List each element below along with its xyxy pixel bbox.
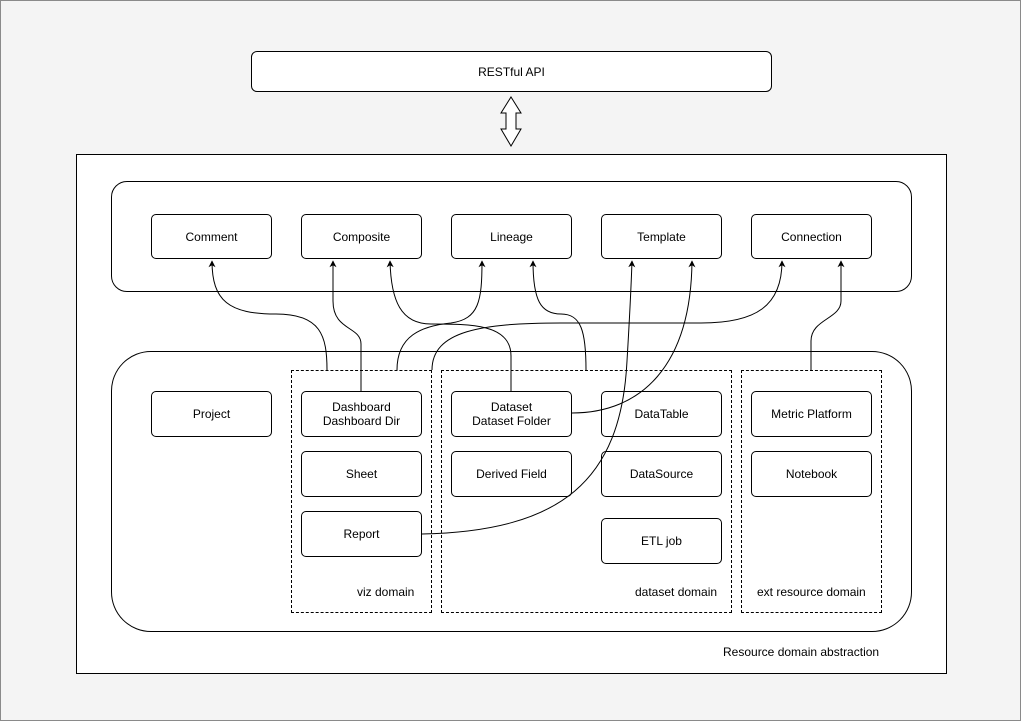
ext-resource-domain-label: ext resource domain [757,585,866,599]
connection-label: Connection [781,229,842,244]
connector-report-to-template [421,260,636,535]
composite-label: Composite [332,229,391,244]
datatable-label: DataTable [634,407,689,421]
derived-field-box: Derived Field [451,451,572,497]
comment-box: Comment [151,214,272,259]
connector-dataset-to-composite [386,260,512,391]
etl-job-box: ETL job [601,518,722,564]
connector-viz-to-lineage [396,260,486,371]
ext-resource-domain-group [741,370,882,613]
connector-ext-to-connection [810,260,845,370]
derived-field-label: Derived Field [476,467,547,481]
dashboard-dir-label: Dashboard Dir [322,414,401,428]
api-bidirectional-arrow [500,96,522,147]
dataset-domain-group [441,370,732,613]
restful-api-label: RESTful API [478,64,545,79]
notebook-label: Notebook [785,467,838,481]
template-box: Template [601,214,722,259]
template-label: Template [637,229,686,244]
viz-domain-label: viz domain [357,585,415,599]
sheet-label: Sheet [345,467,378,481]
dataset-box: Dataset Dataset Folder [451,391,572,437]
connector-dataset-to-template [571,260,696,414]
connector-viz-to-comment [208,260,328,371]
connector-viz-to-connection [431,260,786,371]
connector-dashboard-to-composite [329,260,362,391]
project-label: Project [192,407,231,421]
metric-platform-box: Metric Platform [751,391,872,437]
dashboard-box: Dashboard Dashboard Dir [301,391,422,437]
composite-box: Composite [301,214,422,259]
dataset-domain-label: dataset domain [635,585,718,599]
lineage-box: Lineage [451,214,572,259]
etl-job-label: ETL job [641,534,682,548]
restful-api-box: RESTful API [251,51,772,92]
metric-platform-label: Metric Platform [771,407,852,421]
report-box: Report [301,511,422,557]
datatable-box: DataTable [601,391,722,437]
connection-box: Connection [751,214,872,259]
dataset-label: Dataset [490,400,533,414]
lineage-label: Lineage [490,229,533,244]
comment-label: Comment [185,229,238,244]
dashboard-label: Dashboard [332,400,391,414]
project-box: Project [151,391,272,437]
datasource-box: DataSource [601,451,722,497]
datasource-label: DataSource [629,467,694,481]
sheet-box: Sheet [301,451,422,497]
notebook-box: Notebook [751,451,872,497]
connector-dataset-domain-to-lineage [529,260,587,371]
report-label: Report [343,527,380,541]
resource-domain-label: Resource domain abstraction [723,645,880,659]
dataset-folder-label: Dataset Folder [472,414,551,428]
